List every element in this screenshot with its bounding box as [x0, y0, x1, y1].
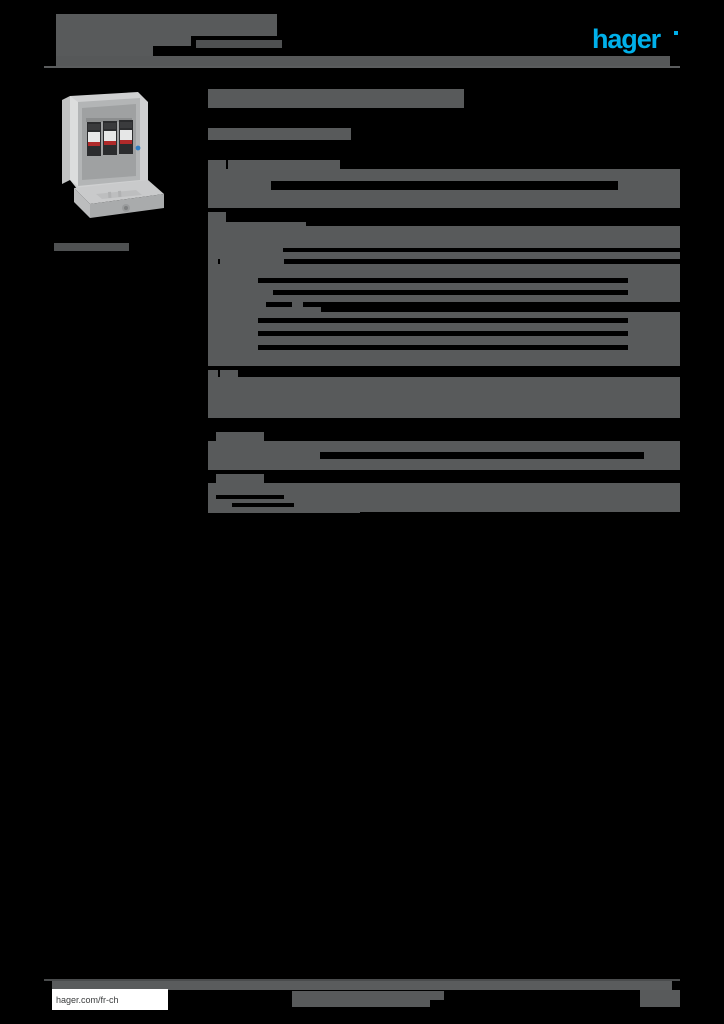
product-image [52, 88, 172, 236]
page-subtitle [208, 128, 351, 140]
row-label [208, 345, 219, 353]
value-gap [216, 495, 284, 499]
row-label [208, 443, 219, 450]
spec-row [208, 329, 680, 343]
value-gap [283, 248, 680, 252]
value-gap [321, 307, 680, 312]
spec-row [208, 315, 680, 329]
value-gap [320, 452, 644, 459]
value-gap [258, 278, 628, 283]
section-4-label-text [220, 370, 238, 377]
section-3-label-text [220, 256, 284, 264]
section-4-label [208, 370, 218, 378]
spec-row [208, 235, 680, 247]
page-header: hager [0, 0, 724, 72]
value-gap [258, 318, 628, 323]
spec-row [208, 441, 680, 451]
hager-logo[interactable]: hager [592, 24, 678, 54]
value-gap [258, 331, 628, 336]
row-label [208, 331, 219, 339]
footer-center-text [292, 991, 444, 1000]
page-title [208, 89, 464, 108]
spec-row [208, 247, 680, 259]
value-gap [258, 345, 628, 350]
figure-caption [54, 243, 129, 251]
header-redaction-band [56, 56, 670, 67]
spec-row [208, 461, 680, 470]
section-1-label-text [228, 160, 340, 169]
section-6-label [216, 474, 264, 483]
footer-redaction-band [52, 981, 672, 990]
spec-row [208, 343, 680, 356]
spec-block [208, 377, 680, 418]
spec-row [208, 222, 680, 235]
footer-url-text: hager.com/fr-ch [56, 994, 119, 1005]
footer-url-box[interactable]: hager.com/fr-ch [52, 989, 168, 1010]
document-title-line-1 [56, 14, 277, 36]
spec-block [208, 483, 680, 512]
row-label [208, 303, 219, 311]
value-gap [232, 503, 294, 507]
datasheet-content [208, 0, 680, 1024]
value-gap [306, 222, 680, 226]
hager-logo-text: hager [592, 24, 661, 54]
section-3-label [208, 256, 218, 265]
spec-row [208, 290, 680, 300]
row-label [208, 317, 219, 325]
value-gap [266, 302, 292, 307]
section-2-label [208, 212, 226, 222]
spec-row [208, 193, 680, 208]
footer-center-text-line-2 [292, 1000, 430, 1007]
spec-row [208, 169, 680, 181]
row-label [208, 291, 219, 299]
document-title-line-2 [56, 36, 191, 46]
row-label [208, 358, 219, 366]
header-divider [44, 66, 680, 68]
value-gap [303, 302, 680, 307]
spec-row [208, 356, 680, 366]
spec-row [208, 181, 680, 193]
section-5-label [216, 432, 264, 441]
spec-block-footer [208, 508, 360, 513]
row-label [208, 453, 219, 460]
spec-row [208, 278, 680, 290]
row-label [208, 279, 219, 287]
spec-row [208, 264, 680, 278]
spec-row [208, 451, 680, 461]
hager-logo-dot [674, 31, 678, 35]
value-gap [273, 290, 628, 295]
enclosure-illustration [62, 92, 164, 218]
value-gap [271, 181, 618, 190]
footer-divider [44, 979, 680, 981]
document-subtitle [196, 40, 282, 48]
row-label [208, 268, 219, 276]
page-number [640, 990, 680, 1007]
spec-row [208, 300, 680, 315]
